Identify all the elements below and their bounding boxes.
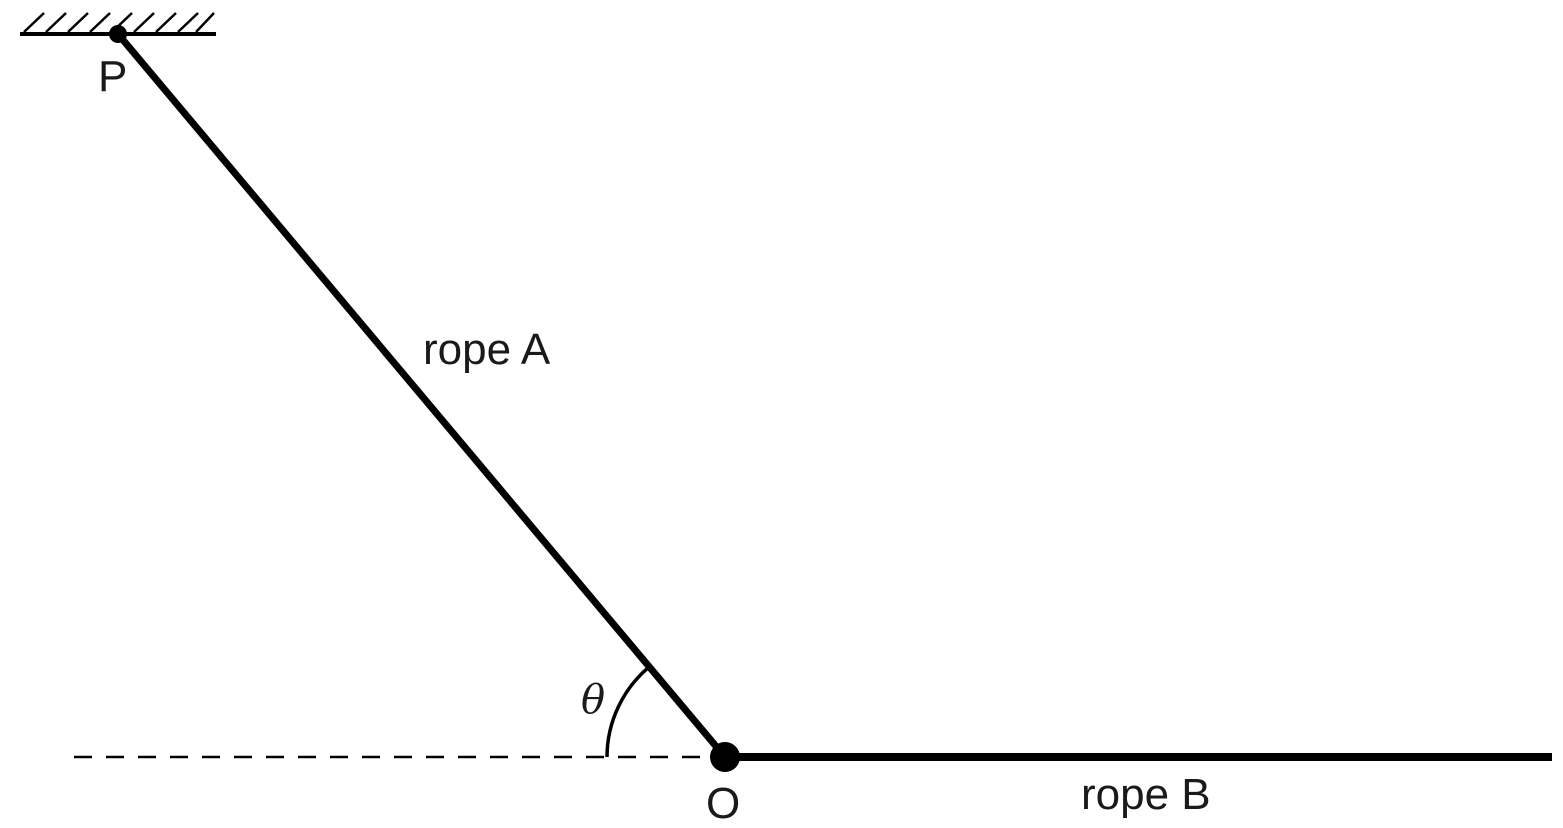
- point-o-label: O: [706, 779, 740, 828]
- point-p-label: P: [98, 52, 127, 101]
- point-p-dot: [109, 25, 127, 43]
- rope-b-label: rope B: [1081, 770, 1211, 819]
- point-o-dot: [710, 742, 740, 772]
- angle-theta-label: θ: [581, 677, 605, 723]
- rope-a-label: rope A: [423, 325, 551, 374]
- rope-a: [114, 30, 729, 761]
- angle-arc: [605, 665, 651, 758]
